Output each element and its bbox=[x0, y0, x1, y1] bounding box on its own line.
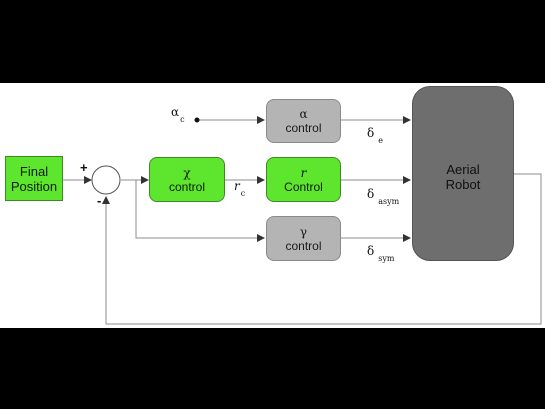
minus-sign: - bbox=[97, 193, 102, 208]
delta-sym-sub: sym bbox=[378, 254, 395, 263]
alpha-c-label: αc bbox=[171, 105, 185, 124]
chi-symbol: χ bbox=[183, 165, 191, 180]
wire-feedback bbox=[102, 173, 542, 325]
alpha-c-source-dot bbox=[194, 117, 200, 123]
alpha-control-block: α control bbox=[266, 99, 341, 143]
r-c-label: rc bbox=[234, 179, 245, 198]
delta-e-label: δe bbox=[367, 126, 383, 145]
wire-to-gamma bbox=[135, 180, 265, 242]
aerial-robot-line2: Robot bbox=[445, 177, 481, 192]
alpha-c-main: α bbox=[171, 105, 180, 119]
alpha-symbol: α bbox=[299, 107, 308, 121]
gamma-control-label: control bbox=[285, 238, 322, 253]
r-symbol: r bbox=[300, 165, 307, 180]
signal-wires bbox=[63, 116, 542, 325]
delta-e-main: δ bbox=[367, 126, 375, 140]
plus-sign: + bbox=[80, 160, 88, 175]
r-c-sub: c bbox=[240, 189, 246, 198]
delta-sym-label: δsym bbox=[367, 244, 394, 263]
delta-asym-sub: asym bbox=[378, 197, 400, 206]
alpha-control-label: control bbox=[285, 121, 322, 135]
final-position-line2: Position bbox=[10, 178, 58, 194]
gamma-symbol: γ bbox=[299, 224, 308, 239]
alpha-c-sub: c bbox=[180, 115, 185, 124]
final-position-block: Final Position bbox=[5, 156, 63, 201]
r-c-main: r bbox=[234, 179, 240, 193]
chi-control-block: χ control bbox=[149, 157, 225, 202]
summing-junction bbox=[91, 165, 121, 195]
r-control-label: Control bbox=[284, 179, 323, 194]
diagram-canvas: Final Position χ control r Control α con… bbox=[0, 83, 545, 328]
aerial-robot-line1: Aerial bbox=[446, 162, 480, 177]
aerial-robot-block: Aerial Robot bbox=[412, 86, 514, 261]
final-position-line1: Final bbox=[19, 163, 49, 179]
chi-control-label: control bbox=[168, 179, 206, 194]
delta-sym-main: δ bbox=[367, 244, 375, 258]
gamma-control-block: γ control bbox=[266, 216, 341, 261]
delta-asym-label: δasym bbox=[367, 187, 399, 206]
r-control-block: r Control bbox=[266, 157, 341, 202]
delta-asym-main: δ bbox=[367, 187, 375, 201]
delta-e-sub: e bbox=[378, 136, 383, 145]
